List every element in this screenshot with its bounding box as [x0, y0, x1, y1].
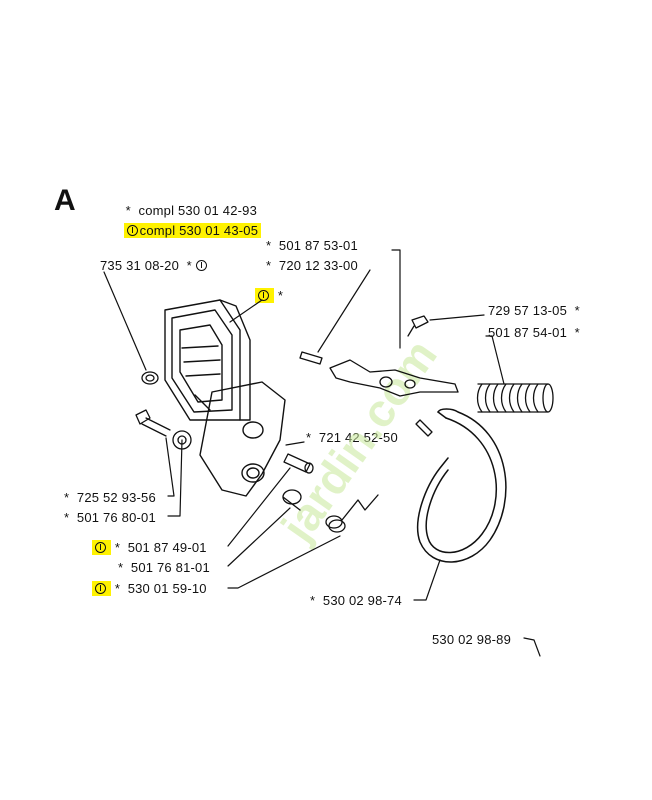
- leader-lines: [103, 249, 541, 657]
- pin: [299, 351, 323, 365]
- highlight-marker: [92, 540, 111, 555]
- part-label-501-87-53-01: * 501 87 53-01: [266, 238, 358, 253]
- part-label-530-01-59-10: * 530 01 59-10: [92, 581, 207, 597]
- header-compl-1: compl 530 01 42-93: [138, 203, 258, 218]
- torsion-spring: [325, 494, 379, 533]
- part-label-frame-marker: *: [255, 288, 283, 304]
- brake-lever: [329, 359, 459, 397]
- filter-frame: [164, 299, 251, 421]
- stud: [282, 489, 302, 511]
- part-label-501-76-80-01: * 501 76 80-01: [64, 510, 156, 525]
- circle-with-bar-icon: [258, 290, 269, 301]
- part-label-501-76-81-01: * 501 76 81-01: [118, 560, 210, 575]
- circle-with-bar-icon: [95, 583, 106, 594]
- part-label-735-31-08-20: 735 31 08-20 *: [100, 258, 209, 274]
- nut: [141, 371, 159, 385]
- highlight-marker: compl 530 01 43-05: [123, 223, 262, 238]
- header-line-1: * compl 530 01 42-93: [118, 187, 257, 219]
- header-compl-2: compl 530 01 43-05: [139, 223, 259, 238]
- part-label-501-87-49-01: * 501 87 49-01: [92, 540, 207, 556]
- circle-with-bar-icon: [195, 260, 207, 271]
- highlight-marker: [255, 288, 274, 303]
- part-label-721-42-52-50: * 721 42 52-50: [306, 430, 398, 445]
- screw-right: [407, 315, 429, 337]
- brake-bracket: [199, 381, 286, 497]
- part-label-530-02-98-74: * 530 02 98-74: [310, 593, 402, 608]
- washer: [172, 430, 192, 450]
- bolt: [283, 453, 314, 474]
- part-label-501-87-54-01: 501 87 54-01 *: [488, 325, 580, 340]
- part-label-530-02-98-89: 530 02 98-89: [432, 632, 512, 647]
- screw-left: [135, 409, 171, 437]
- part-label-720-12-33-00: * 720 12 33-00: [266, 258, 358, 273]
- dowel: [415, 419, 433, 437]
- asterisk: *: [125, 203, 131, 218]
- highlight-marker: [92, 581, 111, 596]
- circle-with-bar-icon: [126, 225, 138, 236]
- circle-with-bar-icon: [95, 542, 106, 553]
- coil-spring: [476, 383, 554, 413]
- part-label-729-57-13-05: 729 57 13-05 *: [488, 303, 580, 318]
- header-line-2: compl 530 01 43-05: [116, 207, 262, 239]
- brake-band: [416, 408, 507, 563]
- section-letter: A: [54, 184, 76, 217]
- part-label-725-52-93-56: * 725 52 93-56: [64, 490, 156, 505]
